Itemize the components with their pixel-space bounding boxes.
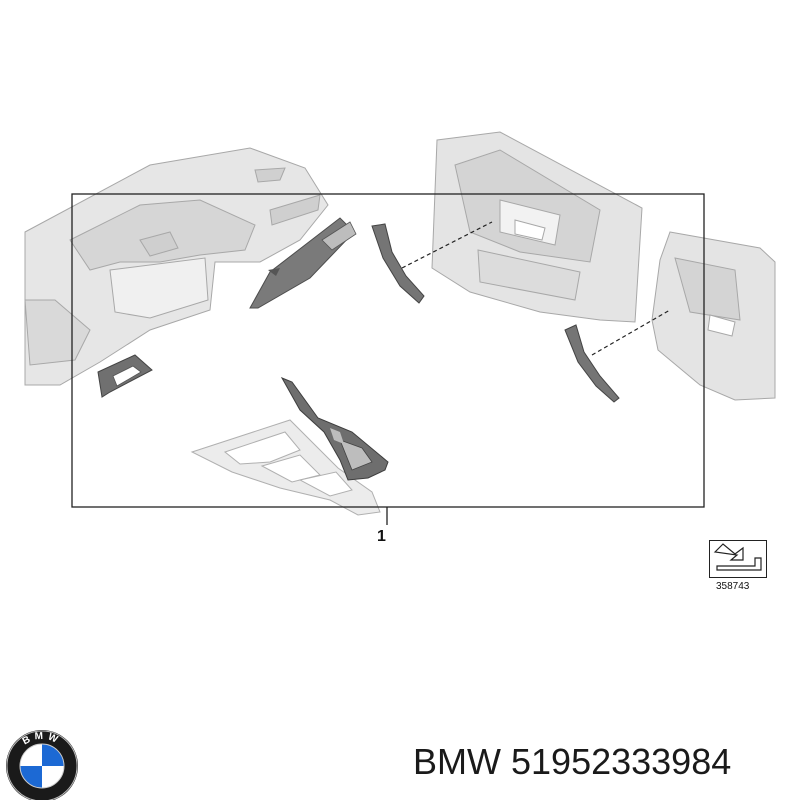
rear-door-panel-part bbox=[651, 231, 776, 401]
front-door-panel-part bbox=[431, 131, 643, 323]
center-console-frame-part bbox=[190, 419, 381, 516]
front-door-handle-trim-part bbox=[371, 221, 493, 304]
illustration-reference-icon bbox=[709, 540, 767, 578]
kit-frame bbox=[71, 193, 705, 508]
brand-name: BMW bbox=[413, 741, 501, 782]
bmw-roundel-icon: BMW bbox=[6, 730, 78, 800]
rear-door-handle-trim-part bbox=[564, 309, 671, 403]
illustration-number: 358743 bbox=[716, 581, 750, 592]
center-console-trim-part bbox=[280, 377, 389, 481]
dashboard-trim-part bbox=[249, 217, 357, 309]
callout-number: 1 bbox=[377, 528, 386, 545]
part-caption: BMW 51952333984 bbox=[413, 740, 731, 784]
dashboard-part bbox=[24, 147, 329, 386]
part-number: 51952333984 bbox=[511, 741, 732, 782]
vent-trim-part bbox=[97, 354, 153, 398]
